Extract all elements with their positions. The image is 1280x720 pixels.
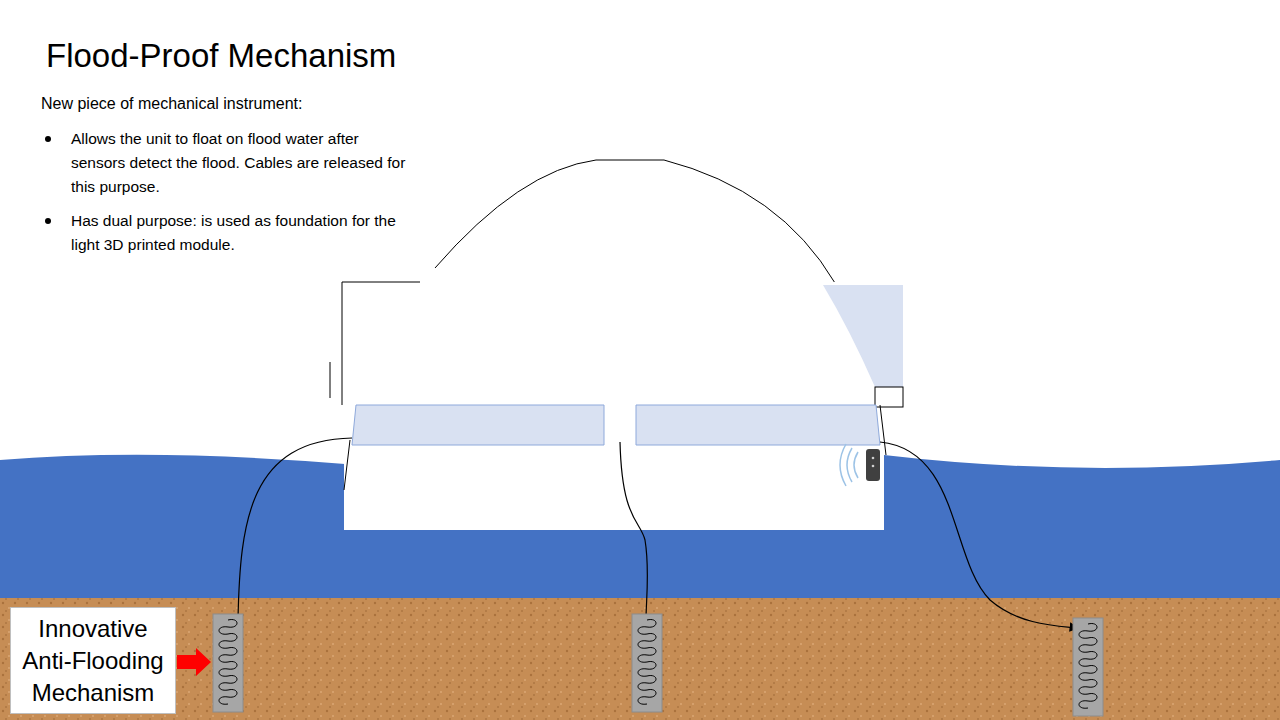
note-text: Allows the unit to float on flood water … bbox=[71, 127, 406, 199]
sensor-signal bbox=[840, 444, 858, 486]
callout-text: Innovative Anti-Flooding Mechanism bbox=[17, 613, 169, 709]
base-panel bbox=[636, 405, 880, 445]
anchor-post bbox=[213, 614, 243, 712]
coiled-cable bbox=[219, 620, 237, 705]
coiled-cable bbox=[638, 620, 656, 705]
anchor-post bbox=[632, 614, 662, 712]
callout-box: Innovative Anti-Flooding Mechanism bbox=[10, 607, 176, 714]
side-panel bbox=[823, 285, 903, 387]
pointer-arrow bbox=[177, 648, 211, 676]
sensor-light bbox=[872, 465, 875, 468]
sensor-light bbox=[872, 457, 875, 460]
anchor-post bbox=[1073, 618, 1103, 716]
ground bbox=[0, 598, 1280, 720]
note-text: Has dual purpose: is used as foundation … bbox=[71, 209, 406, 257]
module-body bbox=[342, 282, 902, 407]
base-panel bbox=[352, 405, 604, 445]
side-frame bbox=[875, 387, 903, 407]
flood-sensor bbox=[866, 449, 880, 481]
dome-outline bbox=[435, 160, 835, 283]
note-text: New piece of mechanical instrument: bbox=[41, 93, 302, 115]
slide-title: Flood-Proof Mechanism bbox=[46, 36, 396, 76]
floating-base bbox=[344, 445, 884, 530]
cable bbox=[880, 442, 1078, 628]
base-edge bbox=[344, 405, 886, 490]
cable bbox=[620, 442, 648, 620]
coiled-cable bbox=[1079, 624, 1097, 709]
cable bbox=[238, 438, 352, 620]
module-outline bbox=[330, 282, 420, 405]
